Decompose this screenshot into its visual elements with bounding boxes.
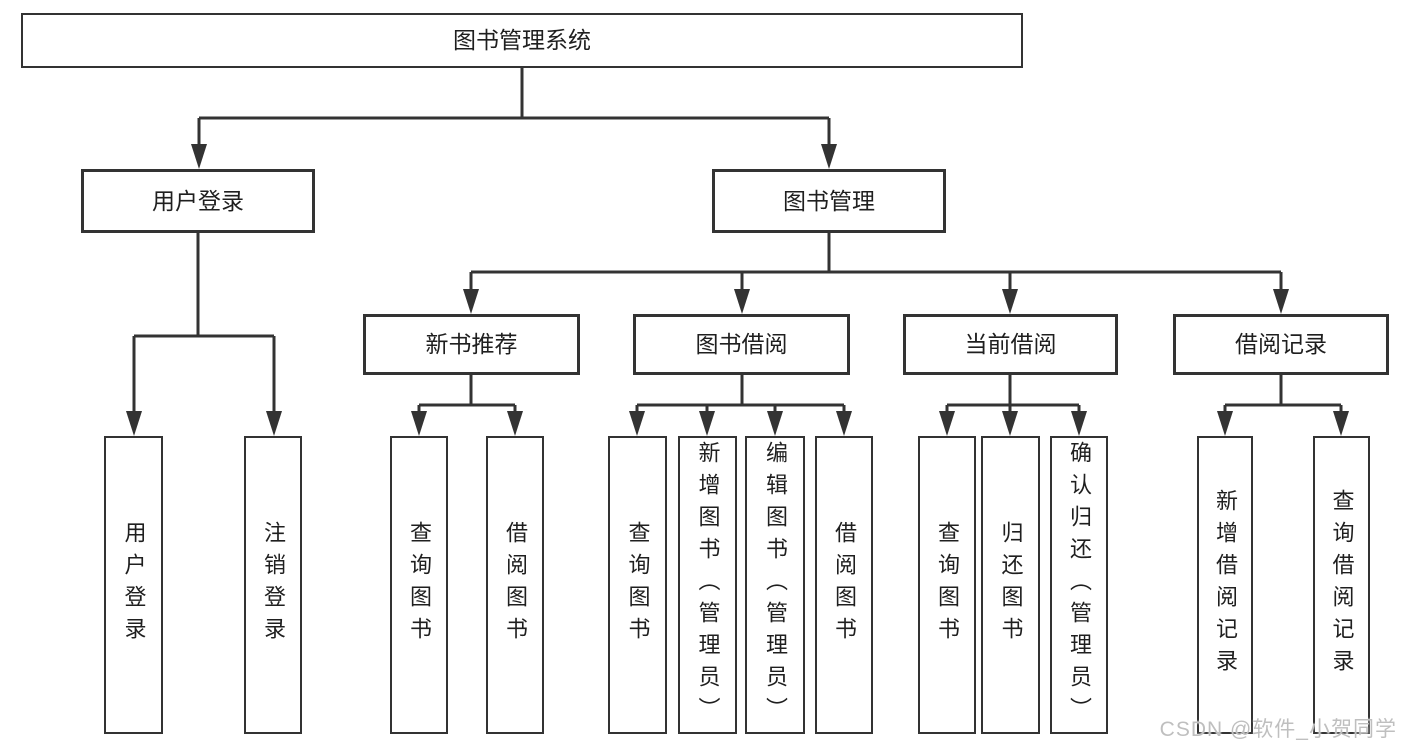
node-book-borrowing: 图书借阅	[633, 314, 850, 375]
node-current-borrowing: 当前借阅	[903, 314, 1118, 375]
node-cb-query-books: 查询图书	[918, 436, 976, 734]
node-nb-borrow-books: 借阅图书	[486, 436, 544, 734]
node-bb-add-books-admin: 新增图书（管理员）	[678, 436, 737, 734]
node-bb-borrow-books: 借阅图书	[815, 436, 873, 734]
node-book-management: 图书管理	[712, 169, 946, 233]
node-nb-query-books: 查询图书	[390, 436, 448, 734]
node-borrowing-records: 借阅记录	[1173, 314, 1389, 375]
node-user-login-action: 用户登录	[104, 436, 163, 734]
node-cb-return-books: 归还图书	[981, 436, 1040, 734]
node-bb-edit-books-admin: 编辑图书（管理员）	[745, 436, 805, 734]
node-library-management-system: 图书管理系统	[21, 13, 1023, 68]
node-bb-query-books: 查询图书	[608, 436, 667, 734]
node-br-add-borrow-record: 新增借阅记录	[1197, 436, 1253, 734]
watermark: CSDN @软件_小贺同学	[1159, 718, 1397, 741]
node-new-book-recommendation: 新书推荐	[363, 314, 580, 375]
node-user-login: 用户登录	[81, 169, 315, 233]
node-br-query-borrow-record: 查询借阅记录	[1313, 436, 1370, 734]
node-logout-action: 注销登录	[244, 436, 302, 734]
node-cb-confirm-return-admin: 确认归还（管理员）	[1050, 436, 1108, 734]
